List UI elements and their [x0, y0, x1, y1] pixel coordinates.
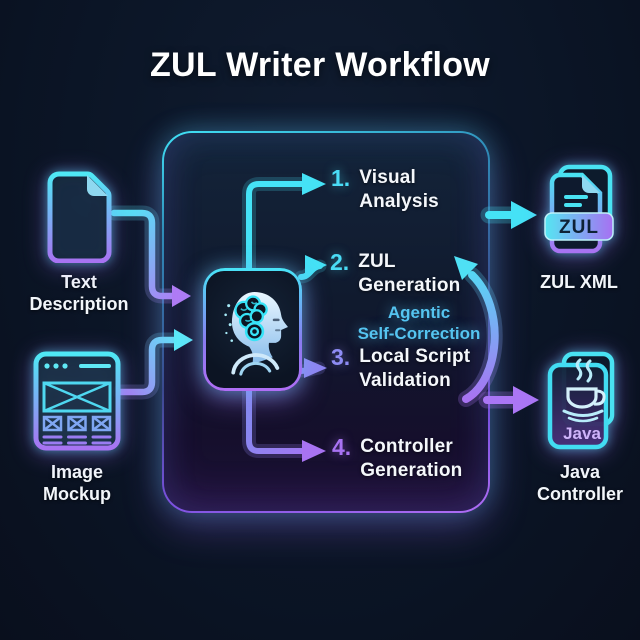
java-controller-label: Java Controller — [536, 462, 623, 504]
step-2-number: 2. — [330, 249, 350, 275]
step-4-number: 4. — [332, 434, 352, 460]
step-4-controller-generation: 4. Controller Generation — [332, 435, 463, 483]
step-4-label: Controller Generation — [360, 436, 463, 481]
input-node-image-mockup: Image Mockup — [14, 349, 140, 505]
step-3-label: Local Script Validation — [359, 346, 471, 391]
zul-xml-label: ZUL XML — [540, 272, 618, 292]
text-description-label: Text Description — [29, 272, 129, 314]
step-2-label: ZUL Generation — [358, 251, 461, 296]
java-file-icon: Java — [547, 351, 615, 450]
document-icon — [47, 171, 112, 263]
workflow-panel — [162, 131, 490, 513]
agentic-self-correction-label: Agentic Self-Correction — [357, 303, 481, 343]
input-node-text-description: Text Description — [20, 169, 138, 315]
page-title: ZUL Writer Workflow — [149, 46, 491, 84]
step-2-zul-generation: 2. ZUL Generation — [330, 250, 461, 298]
output-node-zul-xml: ZUL ZUL XML — [528, 163, 630, 294]
step-1-number: 1. — [331, 165, 351, 191]
ai-engine-surface — [206, 271, 299, 388]
zul-file-icon: ZUL — [544, 164, 614, 254]
java-badge-text: Java — [563, 424, 601, 443]
step-1-label: Visual Analysis — [359, 167, 439, 212]
ai-robot-head-icon — [223, 291, 288, 376]
zul-badge-text: ZUL — [559, 217, 599, 238]
image-mockup-label: Image Mockup — [42, 462, 111, 504]
step-3-number: 3. — [331, 344, 351, 370]
step-1-visual-analysis: 1. Visual Analysis — [331, 166, 439, 214]
ai-engine-box — [203, 268, 302, 391]
step-3-local-script-validation: 3. Local Script Validation — [331, 345, 470, 393]
output-node-java-controller: Java Java Controller — [526, 351, 634, 505]
browser-mockup-icon — [33, 351, 121, 451]
